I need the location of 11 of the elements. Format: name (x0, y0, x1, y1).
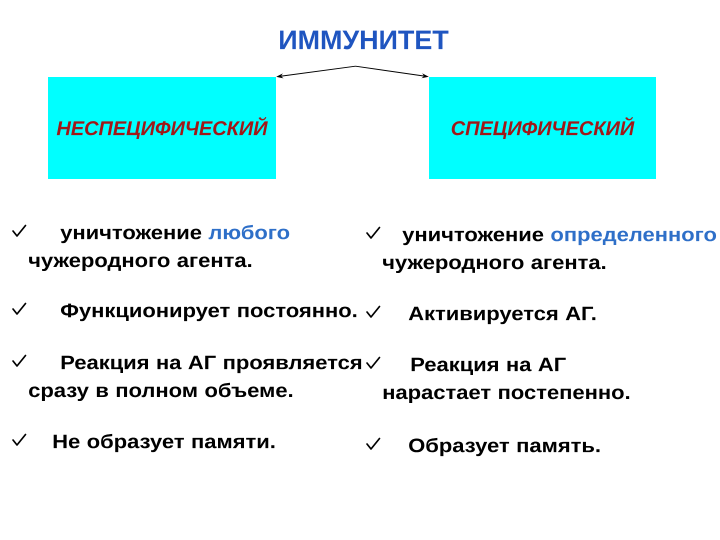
list-item: Активируется АГ. (408, 306, 596, 324)
category-box: СПЕЦИФИЧЕСКИЙ (429, 76, 656, 179)
list-item: Образует память. (409, 438, 600, 456)
list-item: уничтожение любого чужеродного агента. (29, 224, 290, 272)
heading: ИММУНИТЕТ (280, 30, 448, 50)
list-item: Не образует памяти. (54, 434, 274, 452)
list-item: Реакция на АГ нарастает постепенно. (384, 358, 630, 404)
list-item: Реакция на АГ проявляется сразу в полном объеме. (29, 356, 362, 402)
list-item: Функционирует постоянно. (60, 304, 356, 322)
list-item: уничтожение определенного чужеродного агента. (383, 230, 716, 274)
category-box: НЕСПЕЦИФИЧЕСКИЙ (48, 76, 276, 179)
